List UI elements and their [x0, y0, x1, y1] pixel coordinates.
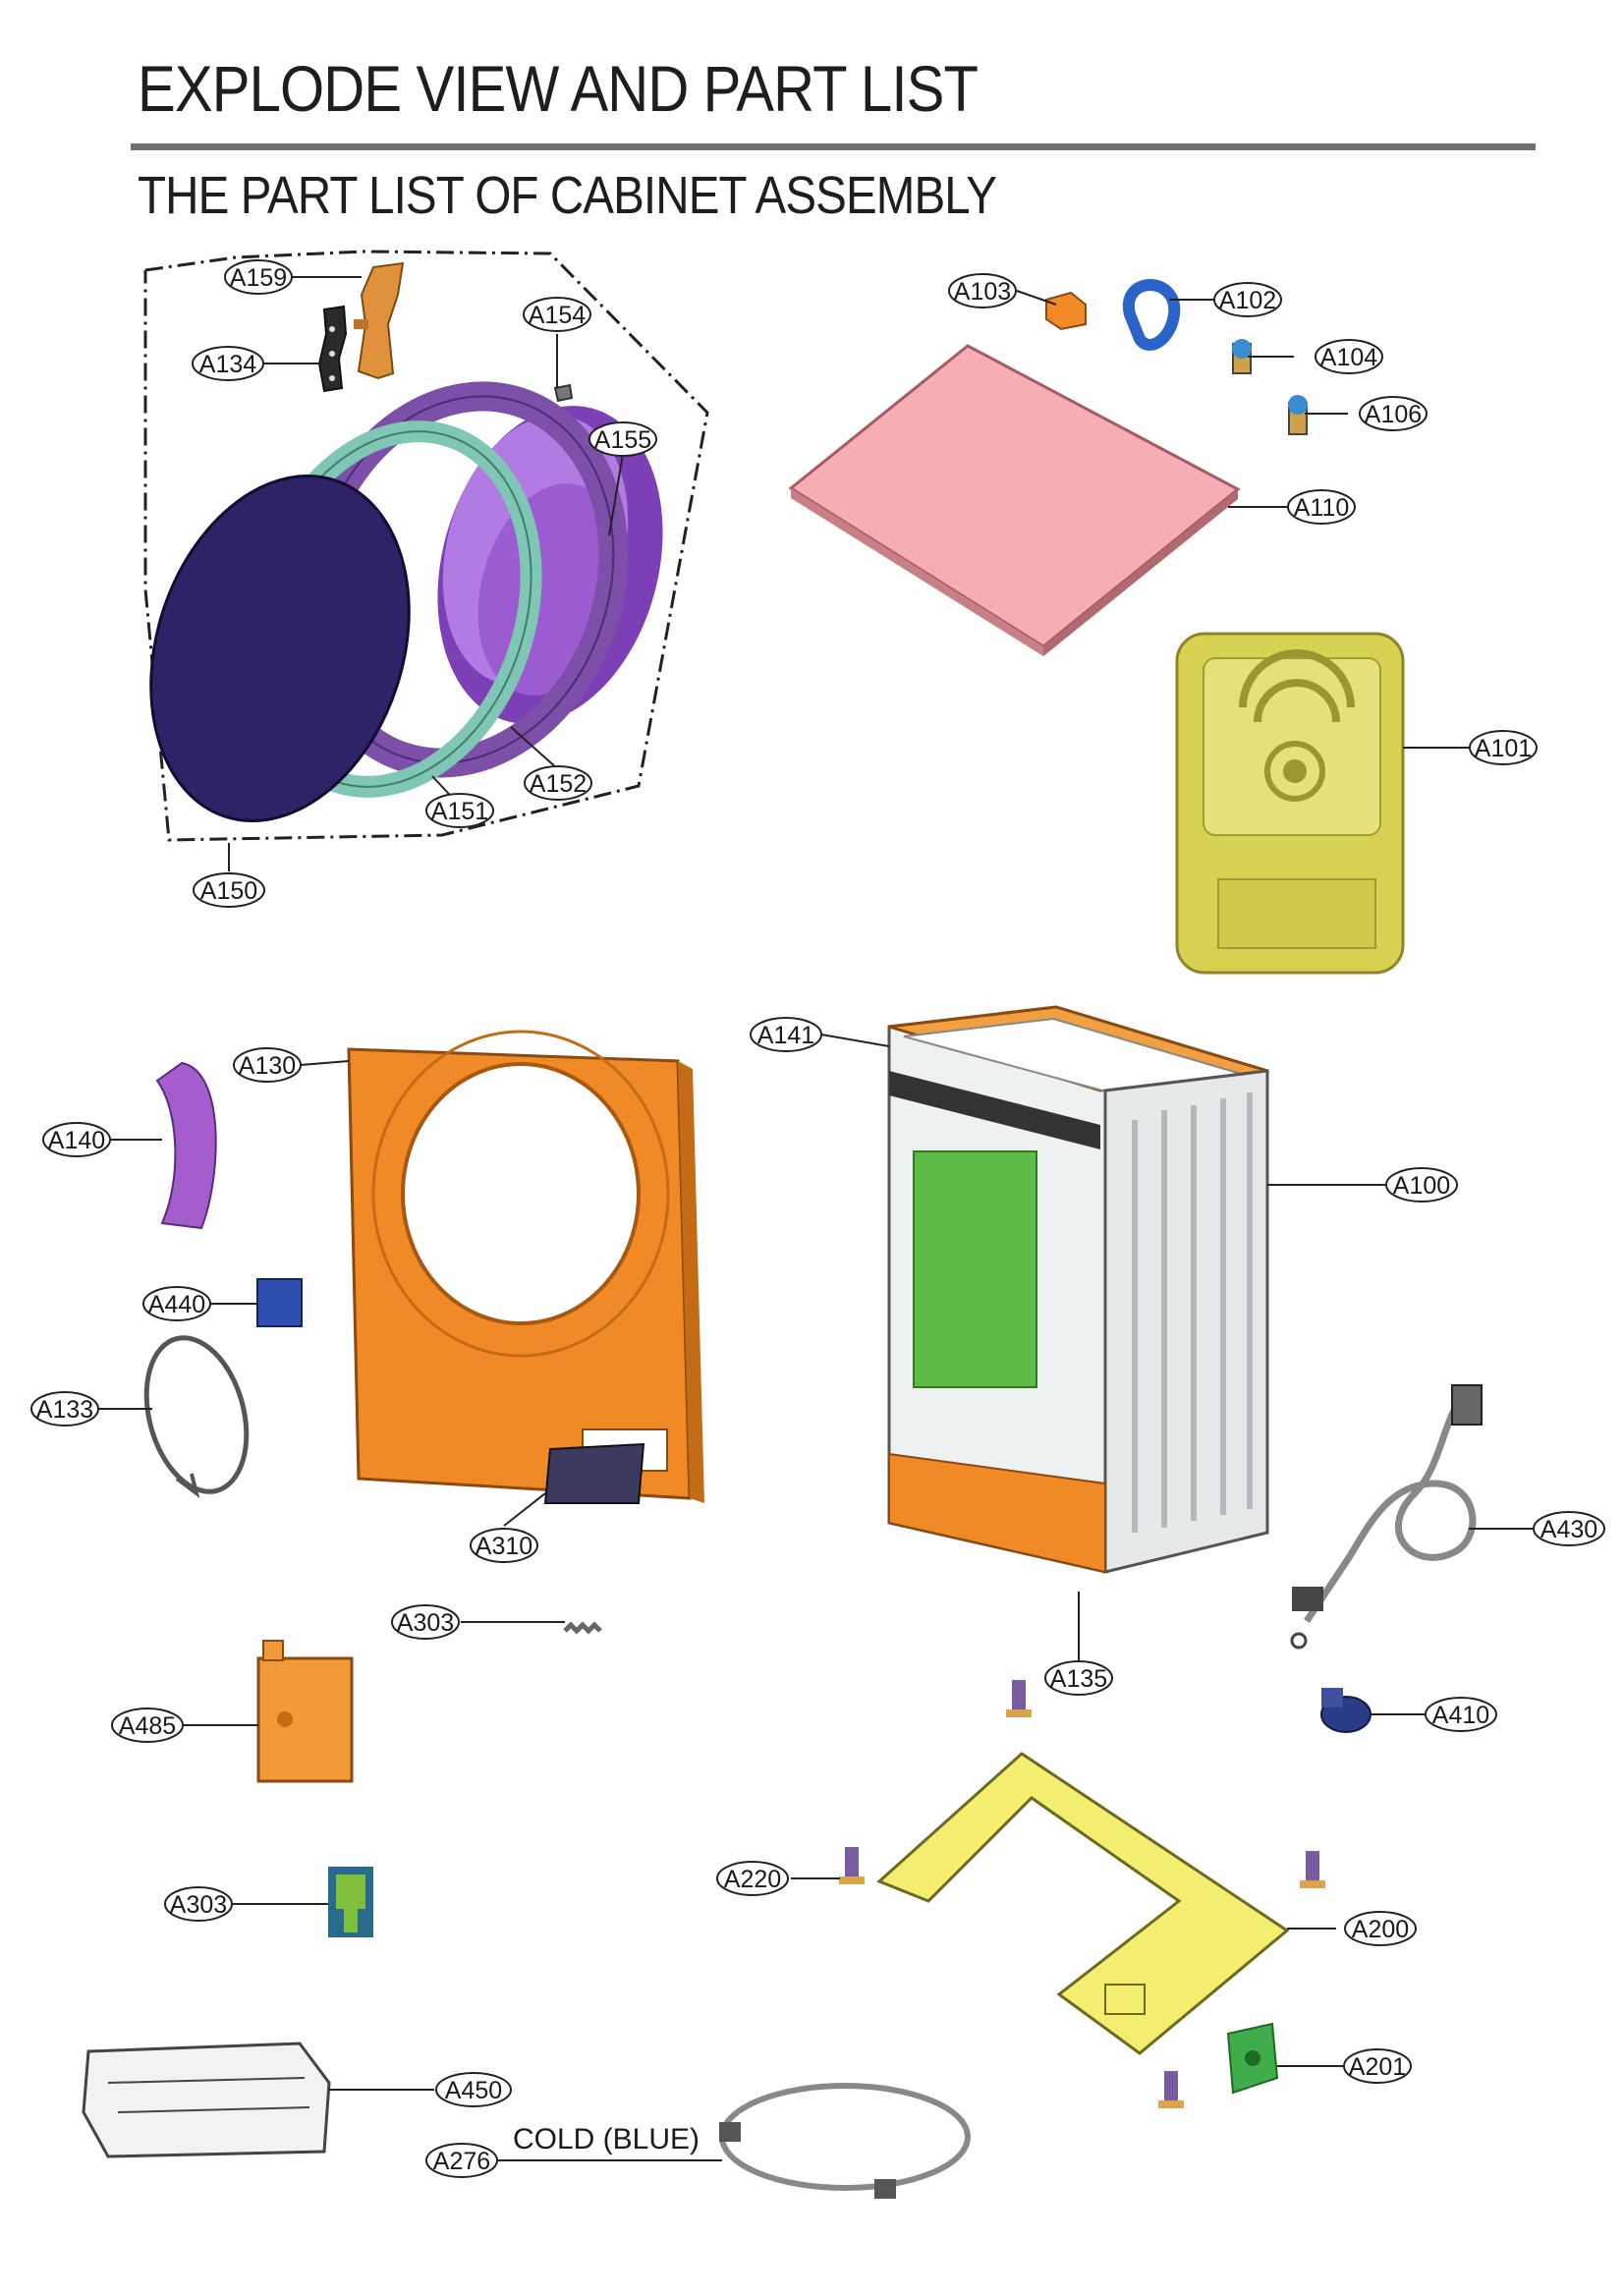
callout-a135: A135 — [1044, 1660, 1113, 1696]
door-assembly-group-outline — [143, 250, 709, 842]
callout-a133: A133 — [30, 1391, 99, 1427]
drain-pump-part — [1320, 1688, 1372, 1733]
door-clip-part — [553, 383, 574, 403]
door-glass-part — [149, 475, 411, 822]
page-title: EXPLODE VIEW AND PART LIST — [138, 52, 979, 125]
label-a130: A130 — [239, 1052, 296, 1080]
screw-a104-part — [1232, 339, 1252, 374]
door-lock-switch-part — [256, 1278, 303, 1327]
callout-a201: A201 — [1343, 2048, 1412, 2084]
label-a440: A440 — [148, 1291, 205, 1318]
carbon-brush-part — [328, 1867, 373, 1937]
label-a152: A152 — [530, 770, 587, 798]
hinge-bracket-part — [317, 305, 348, 393]
top-plate-part — [788, 344, 1241, 656]
callout-a130: A130 — [233, 1047, 302, 1083]
callout-a151: A151 — [425, 793, 494, 828]
callout-a155: A155 — [588, 421, 657, 457]
label-a310: A310 — [476, 1533, 532, 1560]
water-valve-bracket-part — [1045, 291, 1087, 331]
callout-a303-brush: A303 — [164, 1886, 233, 1922]
callout-a410: A410 — [1425, 1697, 1497, 1732]
label-a104: A104 — [1320, 344, 1377, 371]
callout-a152: A152 — [524, 765, 592, 801]
callout-a104: A104 — [1315, 339, 1383, 374]
label-a303-spring: A303 — [397, 1609, 454, 1637]
back-cover-part — [1175, 632, 1405, 975]
callout-a200: A200 — [1344, 1911, 1417, 1946]
callout-a134: A134 — [192, 346, 264, 381]
label-a450: A450 — [445, 2077, 502, 2104]
callout-a159: A159 — [224, 259, 293, 295]
clamp-spring-part — [143, 1335, 250, 1498]
callout-a150: A150 — [193, 872, 265, 908]
label-a102: A102 — [1219, 287, 1276, 314]
callout-a276: A276 — [425, 2143, 498, 2178]
label-a135: A135 — [1050, 1665, 1107, 1693]
label-a303-brush: A303 — [170, 1891, 227, 1919]
base-frame-part — [876, 1752, 1290, 2055]
screw-a106-part — [1288, 395, 1308, 435]
callout-a101: A101 — [1469, 730, 1538, 765]
spring-part — [563, 1621, 602, 1635]
callout-a140: A140 — [42, 1122, 111, 1157]
label-a141: A141 — [757, 1022, 814, 1049]
callout-a440: A440 — [142, 1286, 211, 1321]
front-panel-part — [347, 1030, 704, 1503]
door-hinge-part — [354, 261, 405, 380]
label-a154: A154 — [529, 302, 586, 329]
door-seal-segment-part — [155, 1061, 217, 1230]
callout-a102: A102 — [1213, 282, 1282, 317]
callout-a450: A450 — [435, 2072, 512, 2107]
label-a410: A410 — [1432, 1702, 1489, 1729]
label-a155: A155 — [594, 426, 651, 454]
label-a110: A110 — [1294, 494, 1350, 522]
inlet-hose-part — [719, 2083, 971, 2199]
label-a276: A276 — [433, 2148, 490, 2175]
callout-a141: A141 — [750, 1017, 822, 1052]
hose-note: COLD (BLUE) — [513, 2123, 700, 2155]
label-a220: A220 — [724, 1866, 781, 1893]
heading-rule — [131, 143, 1536, 150]
label-a200: A200 — [1352, 1916, 1409, 1943]
controller-box-part — [256, 1640, 354, 1783]
detergent-drawer-part — [543, 1442, 645, 1504]
label-a485: A485 — [119, 1712, 176, 1740]
callout-a106: A106 — [1359, 396, 1428, 431]
callout-a100: A100 — [1385, 1167, 1458, 1203]
label-a100: A100 — [1393, 1172, 1450, 1200]
label-a106: A106 — [1365, 401, 1422, 428]
hose-hanger-part — [1122, 279, 1181, 351]
main-pcb-part — [82, 2042, 331, 2158]
base-bracket-part — [1226, 2022, 1279, 2095]
label-a133: A133 — [36, 1396, 93, 1424]
callout-a430: A430 — [1533, 1511, 1605, 1546]
label-a151: A151 — [431, 798, 488, 825]
label-a150: A150 — [200, 877, 257, 905]
label-a430: A430 — [1540, 1516, 1597, 1543]
callout-a485: A485 — [111, 1707, 184, 1743]
label-a159: A159 — [230, 264, 287, 292]
callout-a110: A110 — [1287, 489, 1356, 525]
callout-a303-spring: A303 — [391, 1604, 460, 1640]
label-a134: A134 — [199, 351, 256, 378]
label-a103: A103 — [954, 278, 1011, 306]
cabinet-shell-part — [887, 1005, 1269, 1574]
label-a101: A101 — [1475, 735, 1532, 762]
section-title: THE PART LIST OF CABINET ASSEMBLY — [138, 166, 997, 225]
leveling-leg-part — [839, 1680, 1325, 2108]
label-a140: A140 — [48, 1127, 105, 1154]
callout-a310: A310 — [470, 1528, 538, 1563]
callout-a220: A220 — [716, 1861, 789, 1896]
power-cord-part — [1290, 1384, 1483, 1650]
callout-a103: A103 — [948, 273, 1017, 308]
callout-a154: A154 — [523, 297, 591, 332]
label-a201: A201 — [1349, 2053, 1406, 2081]
